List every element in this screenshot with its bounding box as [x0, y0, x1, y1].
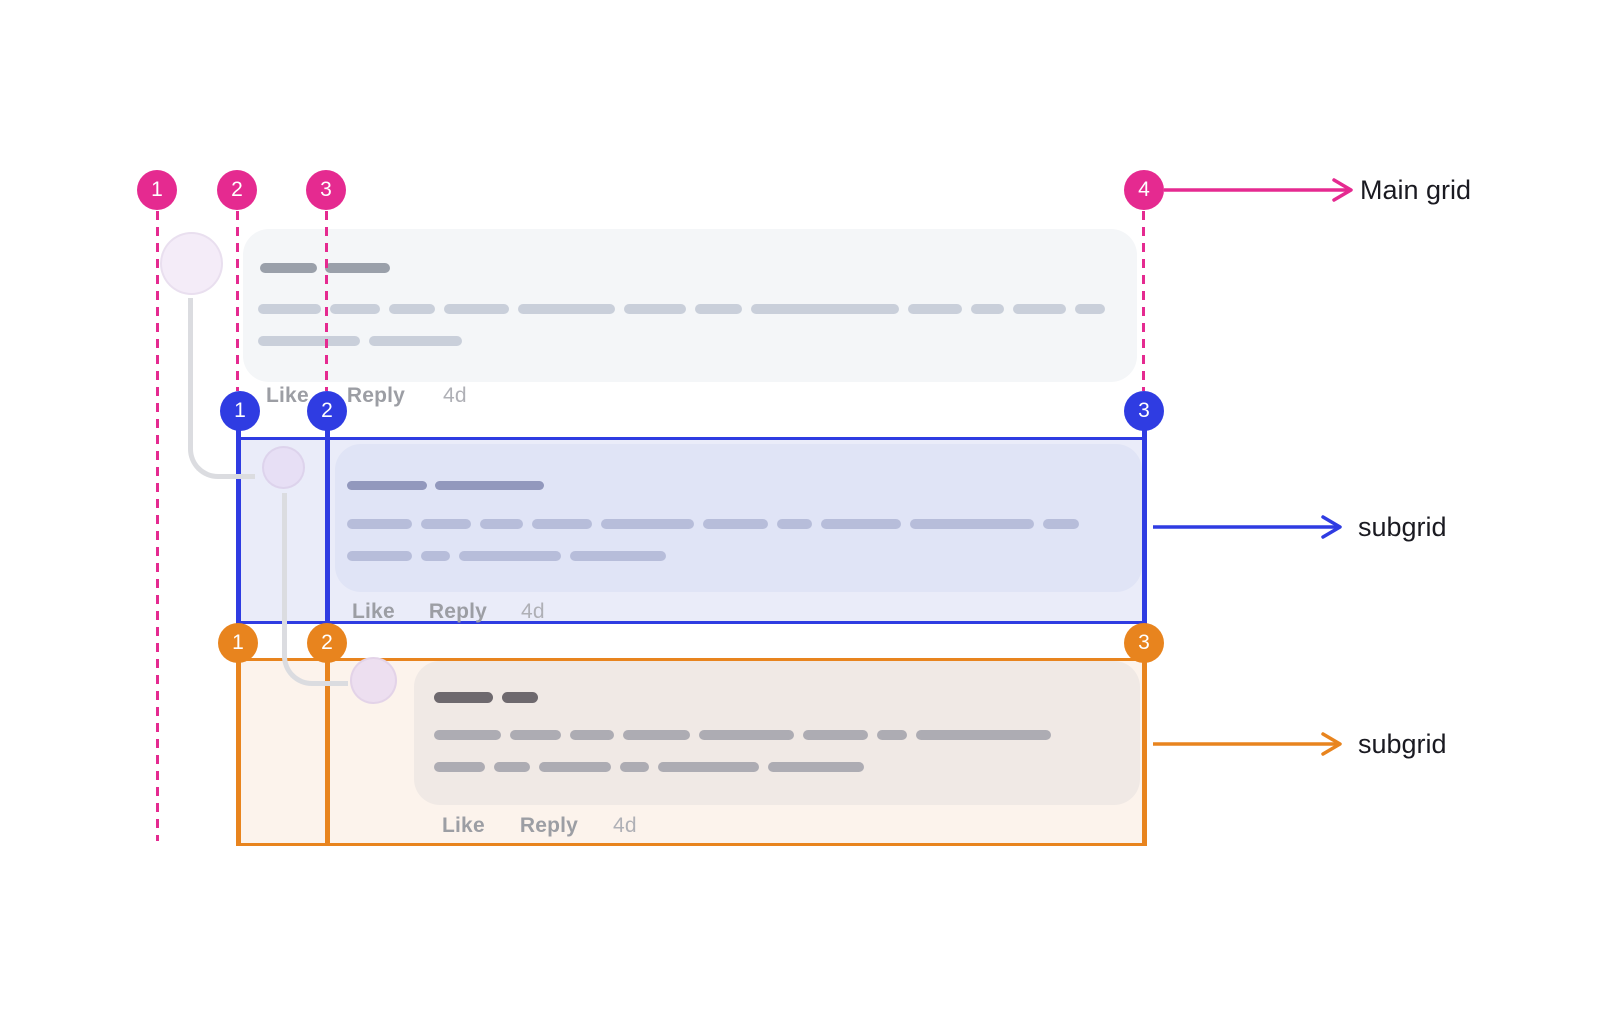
main-grid-arrow	[1164, 178, 1353, 202]
avatar	[350, 657, 397, 704]
main-grid-marker-1: 1	[137, 170, 177, 210]
skeleton-bar	[768, 762, 864, 772]
subgrid-orange-line-1	[236, 642, 241, 846]
like-button[interactable]: Like	[352, 600, 395, 623]
skeleton-bar	[347, 481, 427, 490]
subgrid-orange-marker-1: 1	[218, 623, 258, 663]
skeleton-bar	[518, 304, 615, 314]
skeleton-bar	[258, 304, 321, 314]
subgrid-blue-line-3	[1142, 411, 1147, 624]
skeleton-bar	[532, 519, 592, 529]
skeleton-bar	[480, 519, 523, 529]
skeleton-bar	[623, 730, 690, 740]
skeleton-bar	[699, 730, 794, 740]
subgrid-orange-arrow	[1153, 732, 1342, 756]
skeleton-bar	[1043, 519, 1079, 529]
skeleton-name-row	[347, 481, 544, 490]
main-grid-line-3	[325, 211, 328, 391]
skeleton-name-row	[260, 263, 390, 273]
skeleton-body-row	[258, 304, 1105, 314]
skeleton-bar	[330, 304, 380, 314]
subgrid-blue-line-1	[236, 411, 241, 624]
skeleton-bar	[910, 519, 1034, 529]
timestamp: 4d	[613, 814, 637, 837]
skeleton-bar	[1013, 304, 1066, 314]
skeleton-bar	[601, 519, 694, 529]
skeleton-bar	[570, 730, 614, 740]
timestamp: 4d	[443, 384, 467, 407]
reply-button[interactable]: Reply	[346, 384, 406, 407]
skeleton-bar	[347, 519, 412, 529]
like-button[interactable]: Like	[266, 384, 309, 407]
skeleton-bar	[421, 551, 450, 561]
skeleton-bar	[624, 304, 686, 314]
skeleton-bar	[325, 263, 390, 273]
main-grid-label: Main grid	[1360, 175, 1472, 205]
timestamp: 4d	[521, 600, 545, 623]
skeleton-bar	[821, 519, 901, 529]
skeleton-bar	[658, 762, 759, 772]
comment-actions: Like Reply 4d	[352, 600, 545, 624]
skeleton-bar	[877, 730, 907, 740]
skeleton-name-row	[434, 692, 538, 703]
skeleton-body-row	[347, 519, 1079, 529]
skeleton-bar	[435, 481, 544, 490]
like-button[interactable]: Like	[442, 814, 485, 837]
main-grid-marker-2: 2	[217, 170, 257, 210]
skeleton-bar	[369, 336, 462, 346]
skeleton-bar	[803, 730, 868, 740]
subgrid-blue-marker-1: 1	[220, 391, 260, 431]
skeleton-bar	[444, 304, 509, 314]
skeleton-bar	[347, 551, 412, 561]
skeleton-bar	[703, 519, 768, 529]
subgrid-blue-label: subgrid	[1358, 512, 1447, 542]
skeleton-bar	[777, 519, 812, 529]
skeleton-body-row	[258, 336, 462, 346]
skeleton-bar	[916, 730, 1051, 740]
skeleton-bar	[908, 304, 962, 314]
subgrid-orange-line-2	[325, 642, 330, 846]
avatar	[160, 232, 223, 295]
thread-connector-1	[188, 298, 255, 479]
skeleton-body-row	[434, 730, 1051, 740]
reply-button[interactable]: Reply	[428, 600, 488, 623]
reply-button[interactable]: Reply	[519, 814, 579, 837]
subgrid-orange-marker-3: 3	[1124, 623, 1164, 663]
skeleton-bar	[494, 762, 530, 772]
main-grid-line-4	[1142, 211, 1145, 391]
skeleton-bar	[434, 762, 485, 772]
subgrid-blue-marker-3: 3	[1124, 391, 1164, 431]
skeleton-bar	[695, 304, 742, 314]
subgrid-blue-arrow	[1153, 515, 1342, 539]
comment-actions: Like Reply 4d	[266, 384, 467, 408]
skeleton-body-row	[434, 762, 864, 772]
skeleton-bar	[570, 551, 666, 561]
skeleton-bar	[260, 263, 317, 273]
main-grid-line-1	[156, 211, 159, 841]
comment-card	[335, 444, 1142, 592]
subgrid-orange-marker-2: 2	[307, 623, 347, 663]
comment-actions: Like Reply 4d	[442, 814, 637, 838]
main-grid-marker-3: 3	[306, 170, 346, 210]
skeleton-bar	[421, 519, 471, 529]
subgrid-blue-marker-2: 2	[307, 391, 347, 431]
skeleton-bar	[502, 692, 538, 703]
skeleton-bar	[971, 304, 1004, 314]
skeleton-bar	[459, 551, 561, 561]
skeleton-bar	[510, 730, 561, 740]
skeleton-body-row	[347, 551, 666, 561]
skeleton-bar	[539, 762, 611, 772]
skeleton-bar	[751, 304, 899, 314]
subgrid-orange-line-3	[1142, 642, 1147, 846]
avatar	[262, 446, 305, 489]
skeleton-bar	[1075, 304, 1105, 314]
main-grid-marker-4: 4	[1124, 170, 1164, 210]
skeleton-bar	[434, 730, 501, 740]
skeleton-bar	[258, 336, 360, 346]
thread-connector-2	[282, 493, 348, 686]
skeleton-bar	[434, 692, 493, 703]
skeleton-bar	[389, 304, 435, 314]
subgrid-orange-label: subgrid	[1358, 729, 1447, 759]
skeleton-bar	[620, 762, 649, 772]
